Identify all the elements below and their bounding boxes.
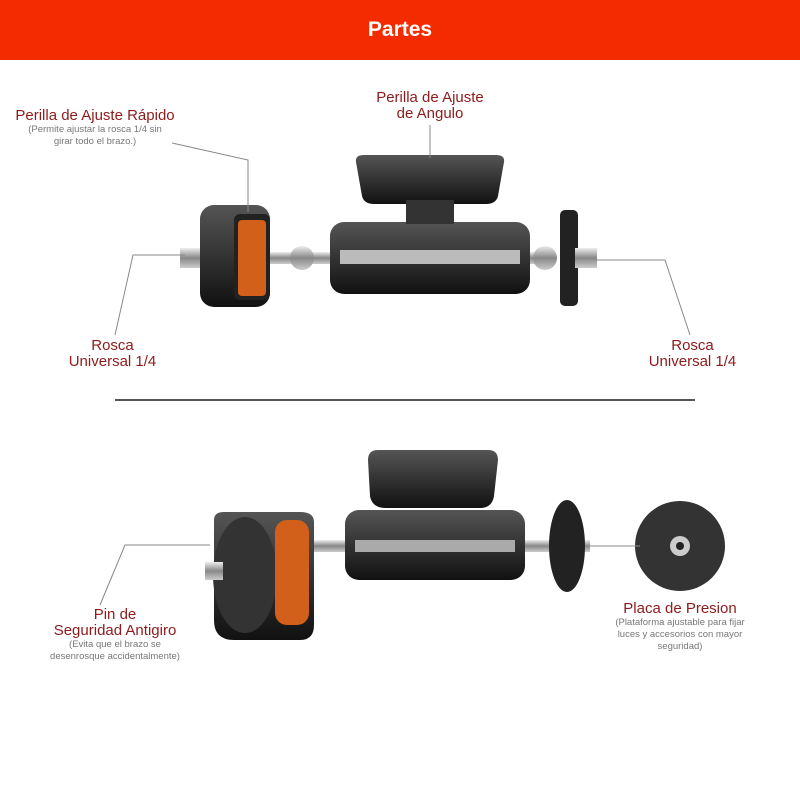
label-quick-adjust-knob: Perilla de Ajuste Rápido (Permite ajusta… bbox=[0, 108, 190, 148]
label-line: Universal 1/4 bbox=[68, 353, 157, 370]
label-angle-knob: Perilla de Ajuste de Angulo bbox=[350, 90, 510, 122]
label-note: desenrosque accidentalmente) bbox=[50, 651, 180, 662]
anti-rotation-pin bbox=[205, 562, 223, 580]
label-note: (Plataforma ajustable para fijar bbox=[615, 617, 745, 628]
label-line: Pin de bbox=[93, 606, 137, 623]
header-banner: Partes bbox=[0, 0, 800, 60]
quick-adjust-knob bbox=[238, 220, 266, 296]
label-note: luces y accesorios con mayor bbox=[617, 629, 743, 640]
label-line: Perilla de Ajuste bbox=[376, 89, 484, 106]
label-line: de Angulo bbox=[396, 105, 464, 122]
label-title: Placa de Presion bbox=[623, 600, 737, 617]
arm-top-view bbox=[180, 155, 597, 307]
label-note: (Permite ajustar la rosca 1/4 sin bbox=[28, 124, 162, 135]
quick-adjust-knob-bottom bbox=[275, 520, 309, 625]
label-title: Perilla de Ajuste Rápido bbox=[15, 107, 175, 124]
label-line: Rosca bbox=[671, 337, 714, 354]
label-pressure-plate: Placa de Presion (Plataforma ajustable p… bbox=[590, 601, 770, 653]
arm-angled-view bbox=[205, 450, 725, 640]
label-note: (Evita que el brazo se bbox=[69, 639, 161, 650]
label-thread-right: Rosca Universal 1/4 bbox=[620, 338, 765, 370]
angle-knob bbox=[355, 155, 505, 204]
label-anti-rotation-pin: Pin de Seguridad Antigiro (Evita que el … bbox=[15, 607, 215, 663]
page-title: Partes bbox=[367, 18, 433, 41]
leader-lines bbox=[99, 125, 691, 606]
label-line: Rosca bbox=[91, 337, 134, 354]
label-line: Seguridad Antigiro bbox=[53, 622, 177, 639]
label-note: seguridad) bbox=[657, 641, 703, 652]
label-line: Universal 1/4 bbox=[648, 353, 737, 370]
label-thread-left: Rosca Universal 1/4 bbox=[40, 338, 185, 370]
label-note: girar todo el brazo.) bbox=[53, 136, 137, 147]
